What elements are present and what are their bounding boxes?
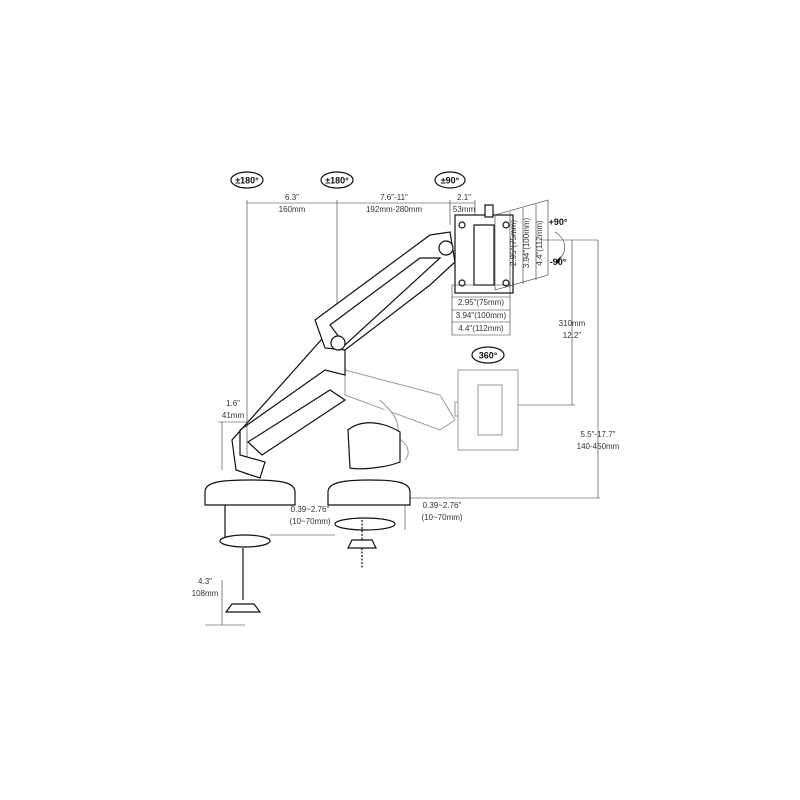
tilt-minus-label: -90° xyxy=(550,257,567,267)
tilt-indicator xyxy=(554,231,566,264)
dim-clamp-a-mm: (10~70mm) xyxy=(289,517,330,526)
dim-range-mm: 140-450mm xyxy=(577,442,620,451)
vesa-vertical-100: 3.94"(100mm) xyxy=(522,217,531,268)
vesa-horizontal-112: 4.4"(112mm) xyxy=(458,324,504,333)
dim-base-inch: 1.6" xyxy=(226,399,240,408)
dim-base-mm: 41mm xyxy=(222,411,245,420)
rotation-label-swivel: 360° xyxy=(479,351,498,361)
dim-height-mm: 310mm xyxy=(559,319,586,328)
dim-screw-inch: 4.3" xyxy=(198,577,212,586)
dim-arm2-inch: 7.6"-11" xyxy=(380,193,408,202)
monitor-arm xyxy=(231,231,456,479)
vesa-horizontal-100: 3.94"(100mm) xyxy=(456,311,507,320)
vesa-vertical-112: 4.4"(112mm) xyxy=(535,220,544,266)
rotation-label-base: ±180° xyxy=(235,176,259,186)
clamp-dimension-lines xyxy=(205,505,406,626)
dim-head-mm: 53mm xyxy=(453,205,476,214)
vesa-vertical-75: 2.95"(75mm) xyxy=(509,220,518,266)
dim-clamp-b-mm: (10~70mm) xyxy=(421,513,462,522)
rotation-badge-elbow: ±180° xyxy=(320,171,354,189)
rotation-label-tilt: ±90° xyxy=(441,176,460,186)
rotation-badge-tilt: ±90° xyxy=(434,171,466,189)
dim-clamp-a-inch: 0.39~2.76" xyxy=(291,505,330,514)
tilt-plus-label: +90° xyxy=(549,217,568,227)
base-height-dimension xyxy=(218,421,247,470)
vesa-dimension-frames xyxy=(451,199,549,336)
dim-arm1-inch: 6.3" xyxy=(285,193,299,202)
vesa-horizontal-75: 2.95"(75mm) xyxy=(458,298,504,307)
dim-screw-mm: 108mm xyxy=(192,589,219,598)
dim-height-inch: 12.2" xyxy=(563,331,582,340)
dim-arm2-mm: 192mm-280mm xyxy=(366,205,422,214)
clamp-base-right xyxy=(327,479,411,568)
rotation-badge-swivel: 360° xyxy=(471,346,505,364)
ghost-arm xyxy=(344,369,519,461)
dim-arm1-mm: 160mm xyxy=(279,205,306,214)
dim-clamp-b-inch: 0.39~2.76" xyxy=(423,501,462,510)
dim-range-inch: 5.5"-17.7" xyxy=(580,430,615,439)
dim-head-inch: 2.1" xyxy=(457,193,471,202)
clamp-base-left xyxy=(204,479,296,613)
rotation-badge-base: ±180° xyxy=(230,171,264,189)
right-dimension-lines xyxy=(405,239,600,499)
rotation-label-elbow: ±180° xyxy=(325,176,349,186)
vesa-plate xyxy=(454,204,514,294)
